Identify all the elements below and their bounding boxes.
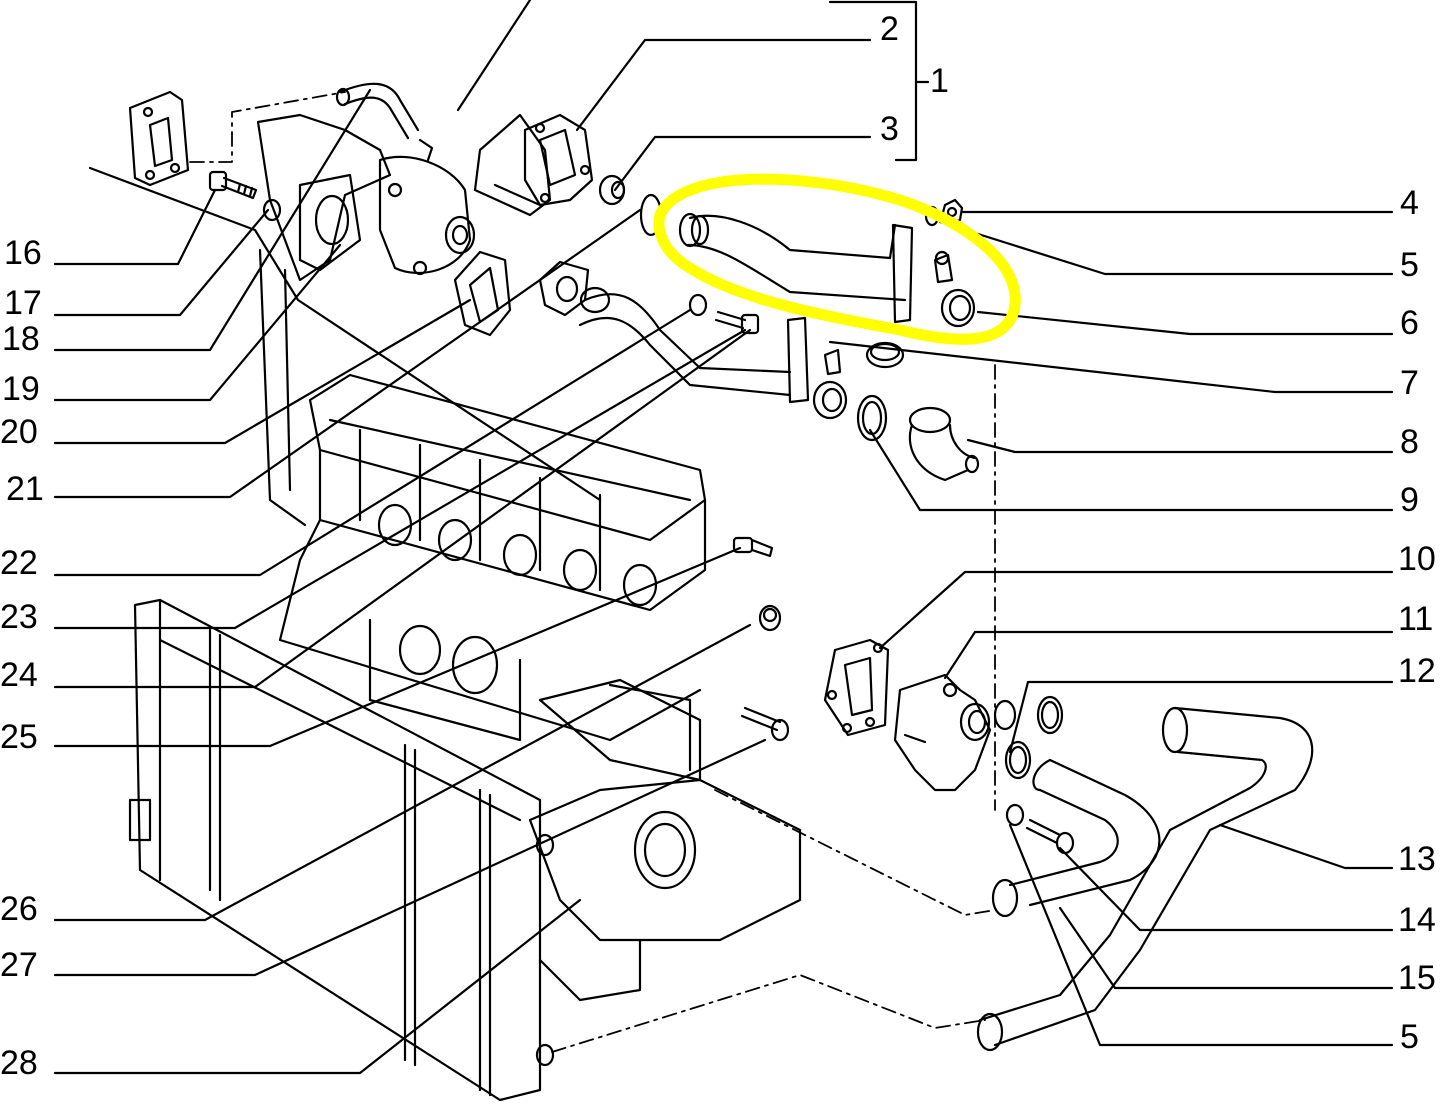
callout-10: 10: [1398, 540, 1436, 578]
assembly-lines: [189, 91, 996, 1053]
thermostat-housing-11: [893, 673, 1017, 792]
callout-13: 13: [1398, 840, 1436, 878]
callout-21: 21: [6, 470, 44, 508]
mounting-bracket: [473, 113, 552, 217]
callout-6: 6: [1400, 304, 1419, 342]
callout-28: 28: [0, 1044, 38, 1082]
washer-23: [688, 293, 708, 317]
washer-17: [262, 198, 282, 222]
hose-clamp-9: [856, 394, 888, 442]
callout-27: 27: [0, 946, 38, 984]
callout-25: 25: [0, 718, 38, 756]
callout-8: 8: [1400, 423, 1419, 461]
leader-lines-left: [53, 88, 767, 1075]
bolt-25: [714, 310, 760, 335]
callout-2: 2: [880, 10, 899, 48]
plug-27: [758, 604, 782, 632]
engine-block: [278, 373, 802, 1002]
hose-clamp-12: [1004, 695, 1064, 780]
bolt-15: [1025, 818, 1075, 855]
coolant-pipe-7: [578, 286, 848, 420]
frame-lines: [88, 166, 602, 527]
callout-20: 20: [0, 413, 38, 451]
gasket-plate-top-left: [128, 90, 190, 187]
hose-13: [976, 706, 1314, 1052]
radiator: [128, 598, 555, 1102]
thermostat-gasket-10: [823, 638, 890, 737]
callout-12: 12: [1398, 652, 1436, 690]
callout-23: 23: [0, 598, 38, 636]
callout-17: 17: [4, 284, 42, 322]
callout-5: 5: [1400, 246, 1419, 284]
flange-gasket-22: [538, 260, 590, 317]
hose-18: [335, 82, 420, 140]
callout-14: 14: [1398, 901, 1436, 939]
callout-16: 16: [4, 234, 42, 272]
bolt-28: [740, 706, 790, 742]
callout-4: 4: [1400, 184, 1419, 222]
hose-clamp-upper: [865, 341, 905, 369]
callout-1: 1: [930, 62, 949, 100]
callout-7: 7: [1400, 364, 1419, 402]
leader-lines-right: [456, 0, 1394, 1047]
callout-9: 9: [1400, 481, 1419, 519]
coolant-pipe-6: [678, 212, 976, 328]
gasket-2: [523, 113, 594, 207]
washer-5-lower: [1005, 803, 1025, 827]
elbow-hose-8: [908, 406, 980, 482]
callout-5-lower: 5: [1400, 1018, 1419, 1056]
callout-19: 19: [2, 370, 40, 408]
callout-3: 3: [880, 110, 899, 148]
callout-26: 26: [0, 890, 38, 928]
water-pump-housing: [256, 113, 476, 282]
bolt-16: [208, 170, 258, 200]
hose-14: [991, 758, 1161, 918]
callout-15: 15: [1398, 959, 1436, 997]
callout-18: 18: [2, 320, 40, 358]
seal-3: [598, 174, 626, 206]
callout-22: 22: [0, 544, 38, 582]
highlight-circle: [653, 173, 1021, 345]
callout-11: 11: [1398, 600, 1434, 638]
gasket-21: [453, 250, 512, 337]
callout-24: 24: [0, 656, 38, 694]
temperature-sensor-26: [732, 536, 774, 558]
